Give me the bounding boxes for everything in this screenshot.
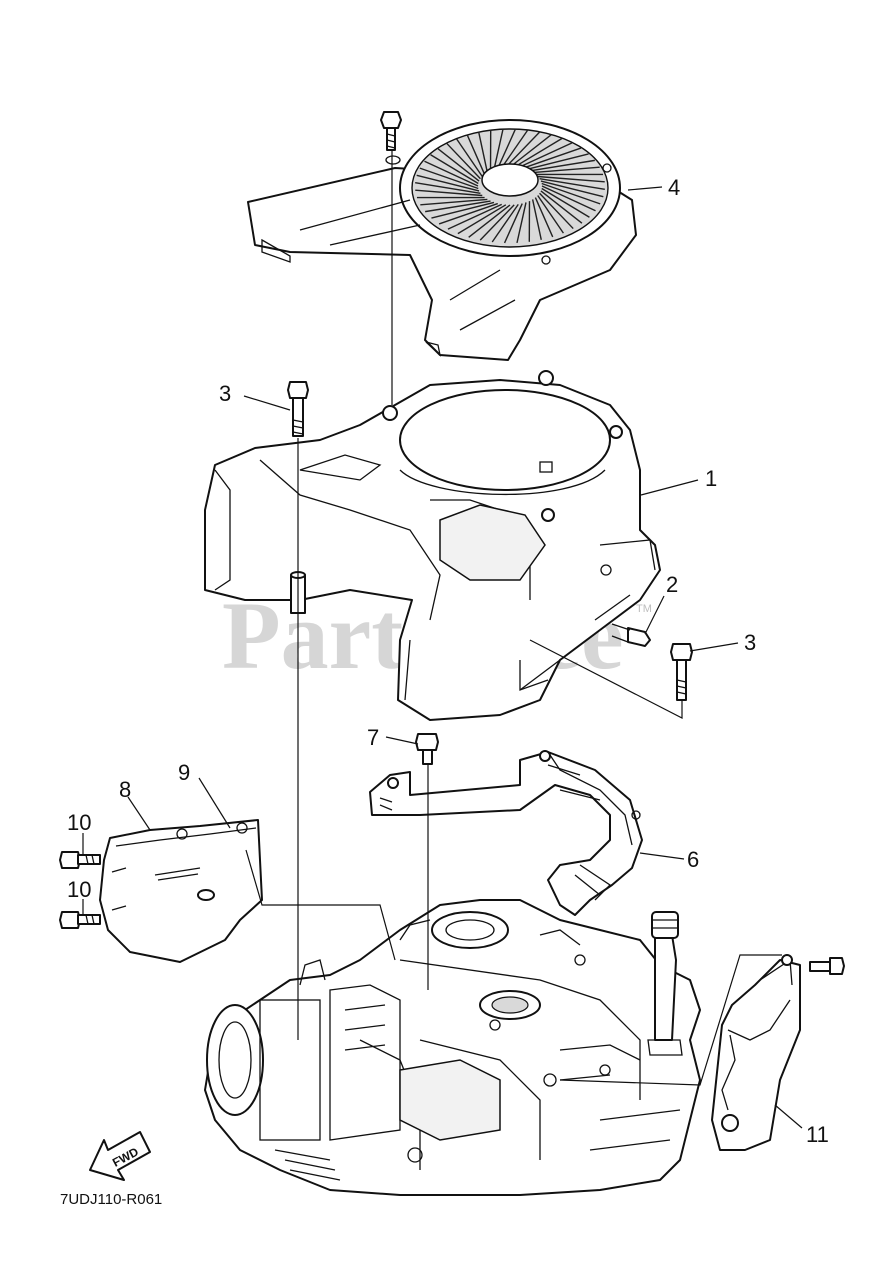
fan-vane (516, 202, 527, 243)
callout-4[interactable]: 4 (668, 175, 680, 200)
fan-vane (419, 167, 479, 190)
fan-vane (517, 142, 573, 169)
fan-vane (493, 129, 504, 170)
fan-vane (424, 160, 479, 187)
part-4-flywheel-cover[interactable] (247, 119, 637, 361)
part-10-bolt-upper[interactable] (59, 851, 101, 869)
fan-vane (425, 200, 491, 213)
fan-vane (479, 204, 515, 241)
fan-vane (468, 204, 511, 238)
fan-vane (503, 203, 523, 244)
fan-vane (509, 134, 552, 168)
callout-10-lower[interactable]: 10 (67, 877, 91, 902)
callout-7[interactable]: 7 (367, 725, 379, 750)
fan-vane (491, 203, 519, 243)
part-7-bolt[interactable] (415, 733, 439, 765)
fan-vane (541, 182, 601, 205)
callout-10-upper[interactable]: 10 (67, 810, 91, 835)
part-3-bolt-right[interactable] (670, 643, 693, 701)
callout-3-right[interactable]: 3 (744, 630, 756, 655)
fan-vane (532, 166, 600, 174)
assembly-lines (245, 150, 782, 1086)
callout-2[interactable]: 2 (666, 572, 678, 597)
fan-vane (537, 175, 605, 183)
fan-vane (416, 174, 480, 192)
part-11-side-cover[interactable] (711, 954, 801, 1151)
part-2-bolt[interactable] (611, 623, 651, 647)
fan-vane (540, 180, 604, 198)
fan-vane (438, 202, 498, 225)
part-1-housing[interactable] (204, 370, 661, 721)
fan-vane (437, 148, 480, 182)
fan-vane (431, 201, 495, 219)
fan-vane (539, 192, 574, 230)
part-11-bolt[interactable] (809, 957, 845, 975)
callout-1[interactable]: 1 (705, 466, 717, 491)
fan-vane (466, 134, 486, 175)
callout-9[interactable]: 9 (178, 760, 190, 785)
fan-vane (525, 153, 589, 171)
part-8-cover-plate[interactable] (99, 819, 263, 963)
fan-vane (540, 190, 583, 224)
part-10-bolt-lower[interactable] (59, 911, 101, 929)
fan-vane (537, 195, 564, 234)
fan-vane (501, 129, 529, 169)
fan-vane (447, 203, 503, 230)
fan-vane (529, 159, 595, 172)
fan-vane (456, 138, 483, 177)
bolt-top-cover[interactable] (380, 111, 402, 151)
fan-grille (415, 128, 605, 244)
fan-vane (531, 199, 542, 240)
fan-vane (534, 197, 554, 238)
fan-vane (513, 137, 563, 168)
watermark-tm: TM (636, 603, 652, 615)
fan-vane (541, 187, 590, 218)
fan-vane (478, 132, 489, 173)
part-3-bolt-left[interactable] (287, 381, 309, 437)
fwd-arrow-icon: FWD (89, 1131, 151, 1181)
callout-6[interactable]: 6 (687, 847, 699, 872)
callout-8[interactable]: 8 (119, 777, 131, 802)
engine-block (204, 899, 701, 1196)
callout-3-left[interactable]: 3 (219, 381, 231, 406)
callout-leaders (82, 186, 803, 1129)
fan-vane (505, 131, 541, 168)
fan-vane (457, 204, 507, 235)
fan-vane (430, 154, 479, 185)
fan-vane (541, 185, 596, 212)
part-6-bracket[interactable] (369, 750, 643, 916)
fan-vane (497, 128, 517, 169)
fan-vane (522, 147, 582, 170)
fan-vane (415, 189, 483, 197)
fan-vane (415, 182, 481, 194)
fan-vane (446, 142, 481, 180)
callout-11[interactable]: 11 (806, 1122, 829, 1147)
fan-vane (539, 178, 605, 190)
fan-vane (420, 198, 488, 206)
diagram-code: 7UDJ110-R061 (60, 1191, 162, 1208)
